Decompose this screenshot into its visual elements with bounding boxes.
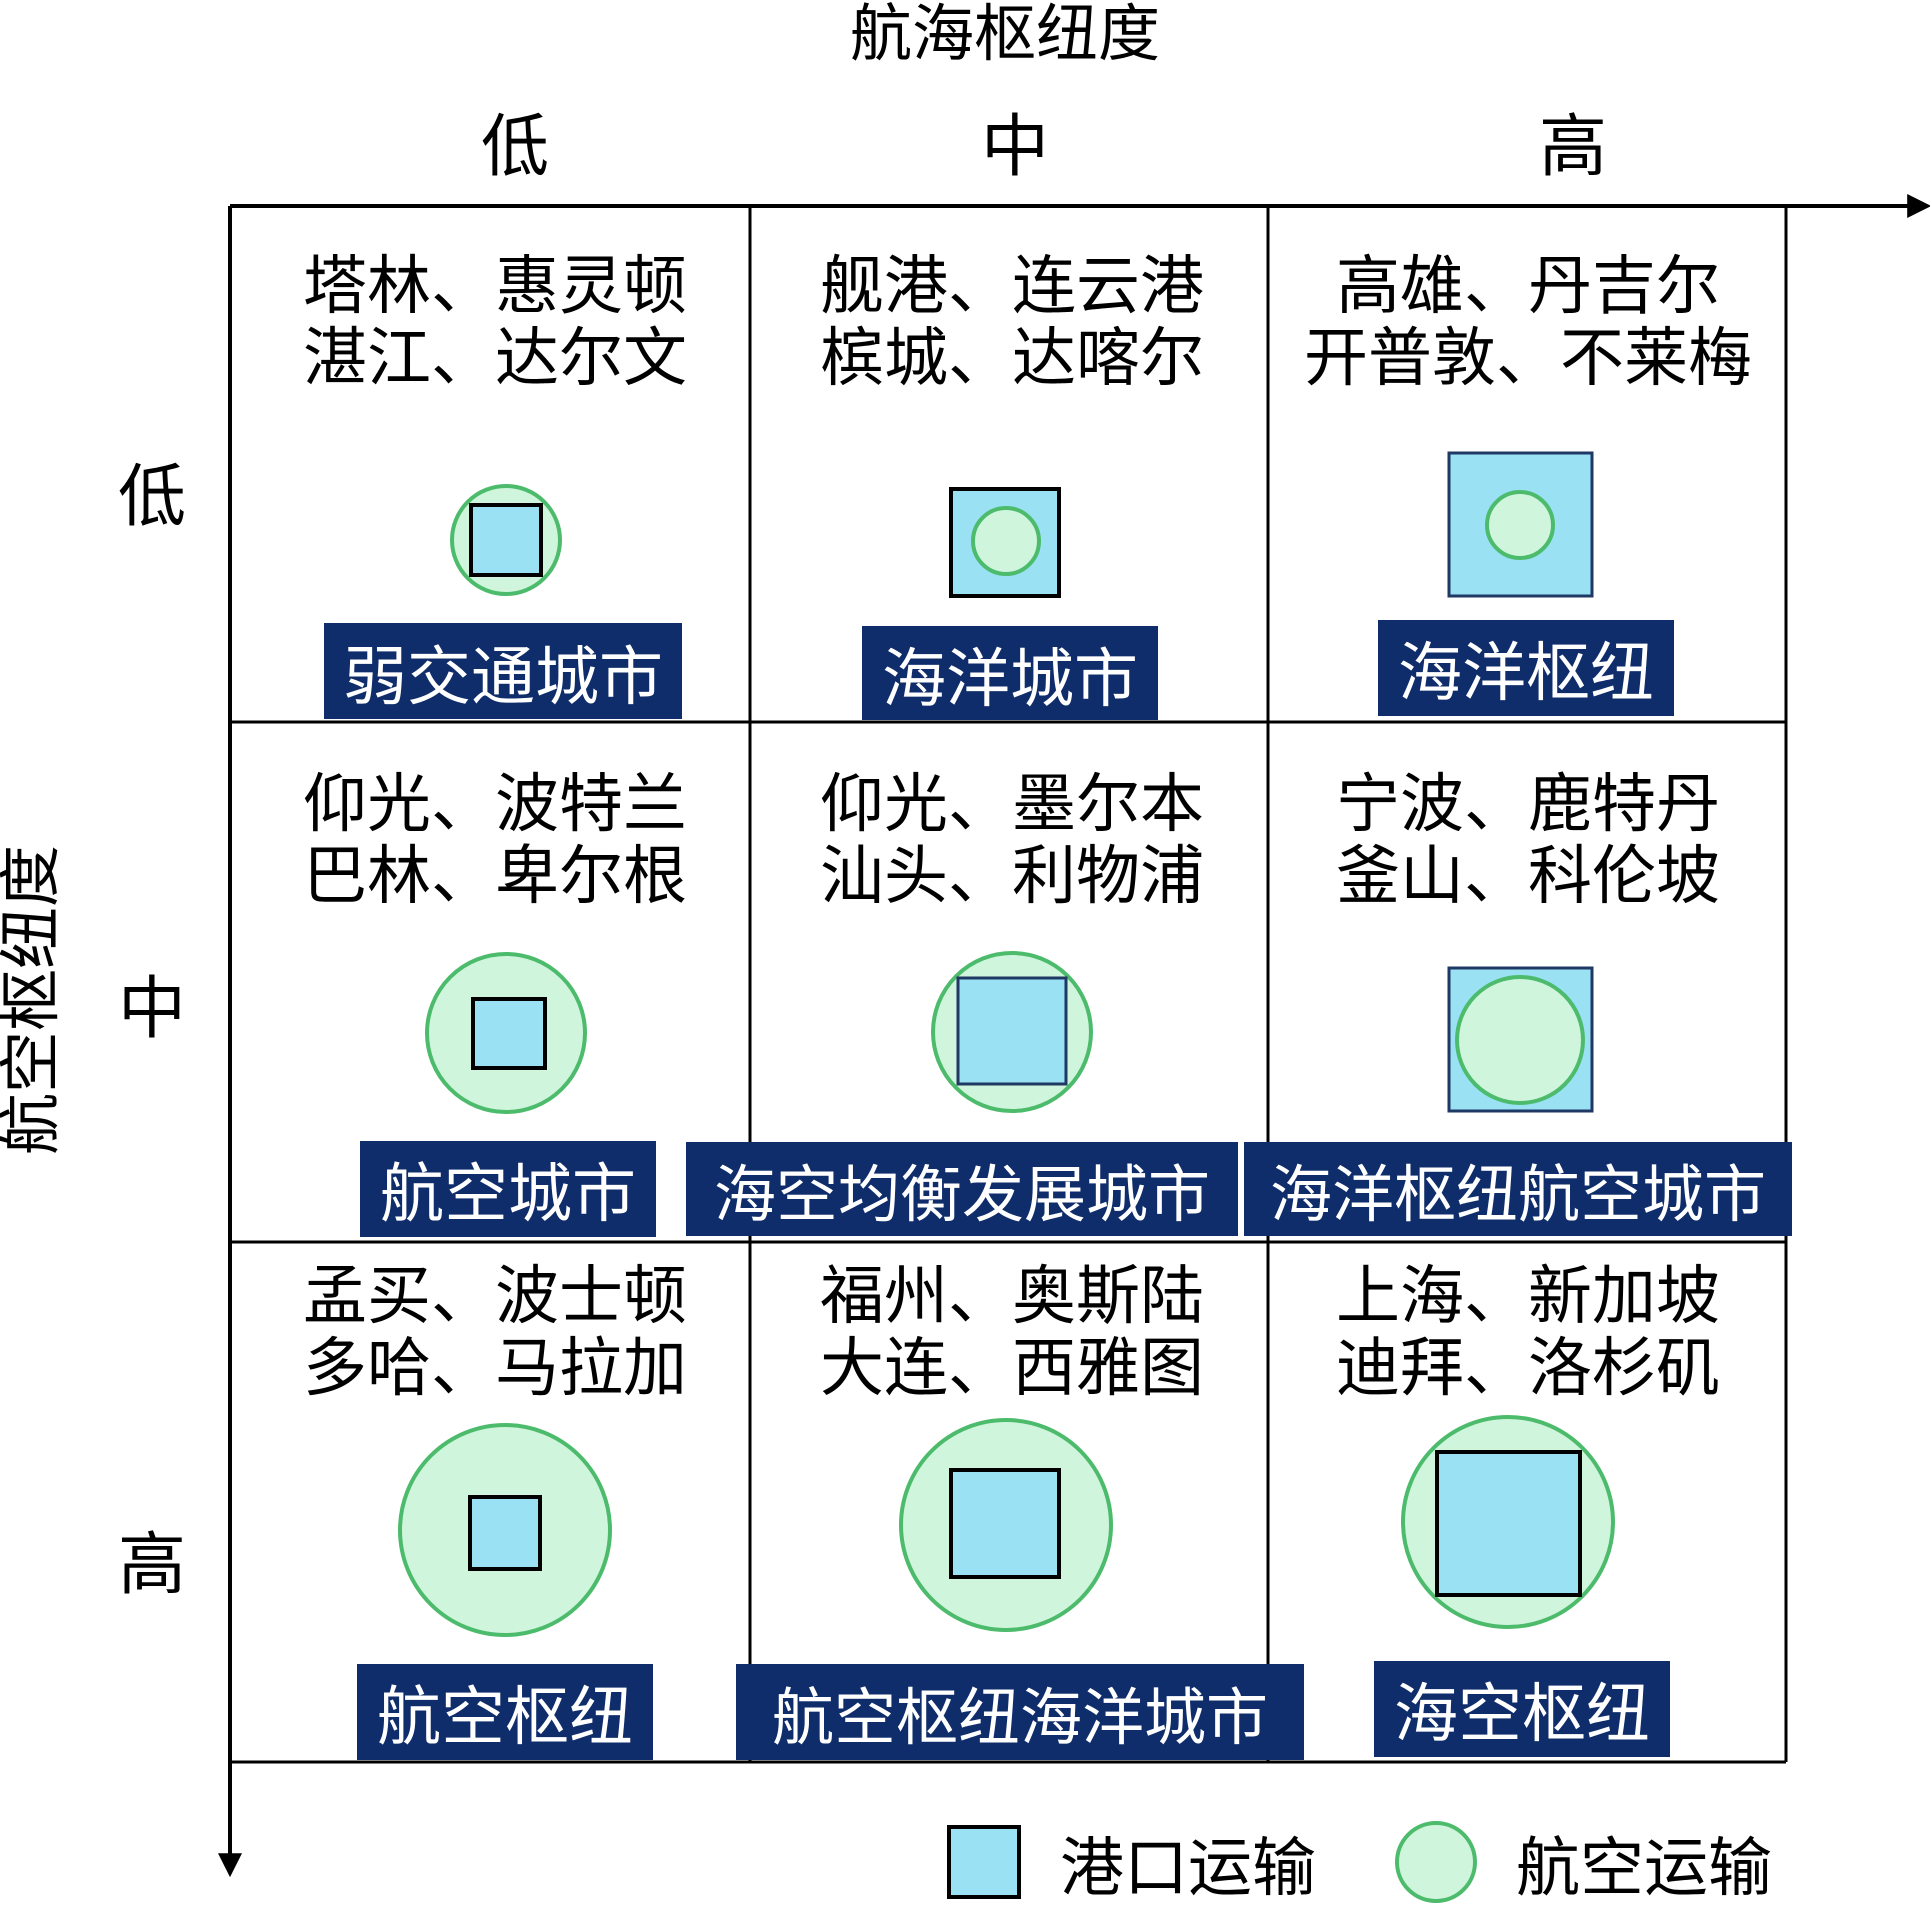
category-label: 海空均衡发展城市 (714, 1158, 1210, 1231)
legend-air-label: 航空运输 (1516, 1832, 1772, 1906)
city-list-line: 迪拜、洛杉矶 (1336, 1332, 1720, 1406)
category-label-bg (1244, 1142, 1792, 1236)
city-list-line: 巴林、卑尔根 (303, 840, 687, 914)
category-label-bg (1378, 620, 1674, 716)
category-label-bg (1374, 1661, 1670, 1757)
y-level-high: 高 (118, 1526, 186, 1605)
city-list-line: 福州、奥斯陆 (820, 1260, 1204, 1334)
y-axis-title: 航空枢纽度 (0, 845, 67, 1155)
city-list-line: 塔林、惠灵顿 (303, 250, 687, 324)
x-axis-title: 航海枢纽度 (850, 0, 1160, 70)
category-label: 海洋城市 (882, 643, 1138, 717)
category-label-bg (360, 1141, 656, 1237)
port-transport-square (471, 997, 547, 1070)
port-transport-square (468, 1495, 542, 1571)
cell-r0-c0: 塔林、惠灵顿 湛江、达尔文 弱交通城市 (303, 250, 687, 719)
y-level-low: 低 (118, 458, 186, 537)
legend-air-circle-icon (1395, 1821, 1477, 1903)
city-list-line: 湛江、达尔文 (303, 322, 687, 396)
port-transport-square (1435, 1450, 1582, 1597)
city-list-line: 槟城、达喀尔 (820, 322, 1204, 396)
x-level-low: 低 (481, 108, 549, 187)
city-list-line: 开普敦、不莱梅 (1304, 322, 1752, 396)
air-transport-circle (1455, 975, 1585, 1105)
category-label: 弱交通城市 (343, 641, 663, 715)
matrix-grid (230, 206, 1788, 1764)
cell-r1-c0: 仰光、波特兰 巴林、卑尔根 航空城市 (303, 768, 687, 1237)
category-label-bg (686, 1142, 1238, 1236)
cell-r0-c2: 高雄、丹吉尔 开普敦、不莱梅 海洋枢纽 (1304, 250, 1752, 716)
legend: 港口运输 航空运输 (947, 1821, 1772, 1906)
city-list-line: 上海、新加坡 (1336, 1260, 1720, 1334)
y-level-mid: 中 (118, 970, 186, 1049)
city-list-line: 大连、西雅图 (820, 1332, 1204, 1406)
city-list-line: 舰港、连云港 (820, 250, 1204, 324)
city-list-line: 多哈、马拉加 (303, 1332, 687, 1406)
cell-r2-c0: 孟买、波士顿 多哈、马拉加 航空枢纽 (303, 1260, 687, 1760)
category-label: 海洋枢纽航空城市 (1270, 1158, 1766, 1231)
cell-r1-c1: 仰光、墨尔本 汕头、利物浦 海空均衡发展城市 (686, 768, 1238, 1236)
port-transport-square (949, 1468, 1061, 1579)
cell-r0-c1: 舰港、连云港 槟城、达喀尔 海洋城市 (820, 250, 1204, 720)
x-level-mid: 中 (981, 108, 1049, 187)
port-transport-square (469, 503, 543, 577)
cell-r2-c2: 上海、新加坡 迪拜、洛杉矶 海空枢纽 (1336, 1260, 1720, 1757)
air-transport-circle (1485, 490, 1555, 560)
category-label: 海空枢纽 (1394, 1678, 1650, 1752)
category-label-bg (357, 1664, 653, 1760)
category-label: 航空枢纽海洋城市 (772, 1681, 1268, 1754)
city-list-line: 仰光、墨尔本 (820, 768, 1204, 842)
legend-port-label: 港口运输 (1060, 1832, 1316, 1906)
city-list-line: 宁波、鹿特丹 (1336, 768, 1720, 842)
legend-port-square-icon (947, 1825, 1021, 1899)
air-transport-circle (971, 506, 1041, 576)
category-label-bg (862, 626, 1158, 720)
city-list-line: 汕头、利物浦 (820, 840, 1204, 914)
category-label-bg (324, 623, 682, 719)
port-transport-square (956, 976, 1068, 1086)
cell-r1-c2: 宁波、鹿特丹 釜山、科伦坡 海洋枢纽航空城市 (1244, 768, 1792, 1236)
city-list-line: 釜山、科伦坡 (1336, 840, 1720, 914)
category-label: 海洋枢纽 (1398, 637, 1654, 711)
category-label-bg (736, 1664, 1304, 1760)
category-label: 航空枢纽 (377, 1681, 633, 1755)
cell-r2-c1: 福州、奥斯陆 大连、西雅图 航空枢纽海洋城市 (736, 1260, 1304, 1760)
x-level-high: 高 (1539, 108, 1607, 187)
city-list-line: 仰光、波特兰 (303, 768, 687, 842)
city-list-line: 高雄、丹吉尔 (1336, 250, 1720, 324)
category-label: 航空城市 (380, 1158, 636, 1232)
city-list-line: 孟买、波士顿 (303, 1260, 687, 1334)
